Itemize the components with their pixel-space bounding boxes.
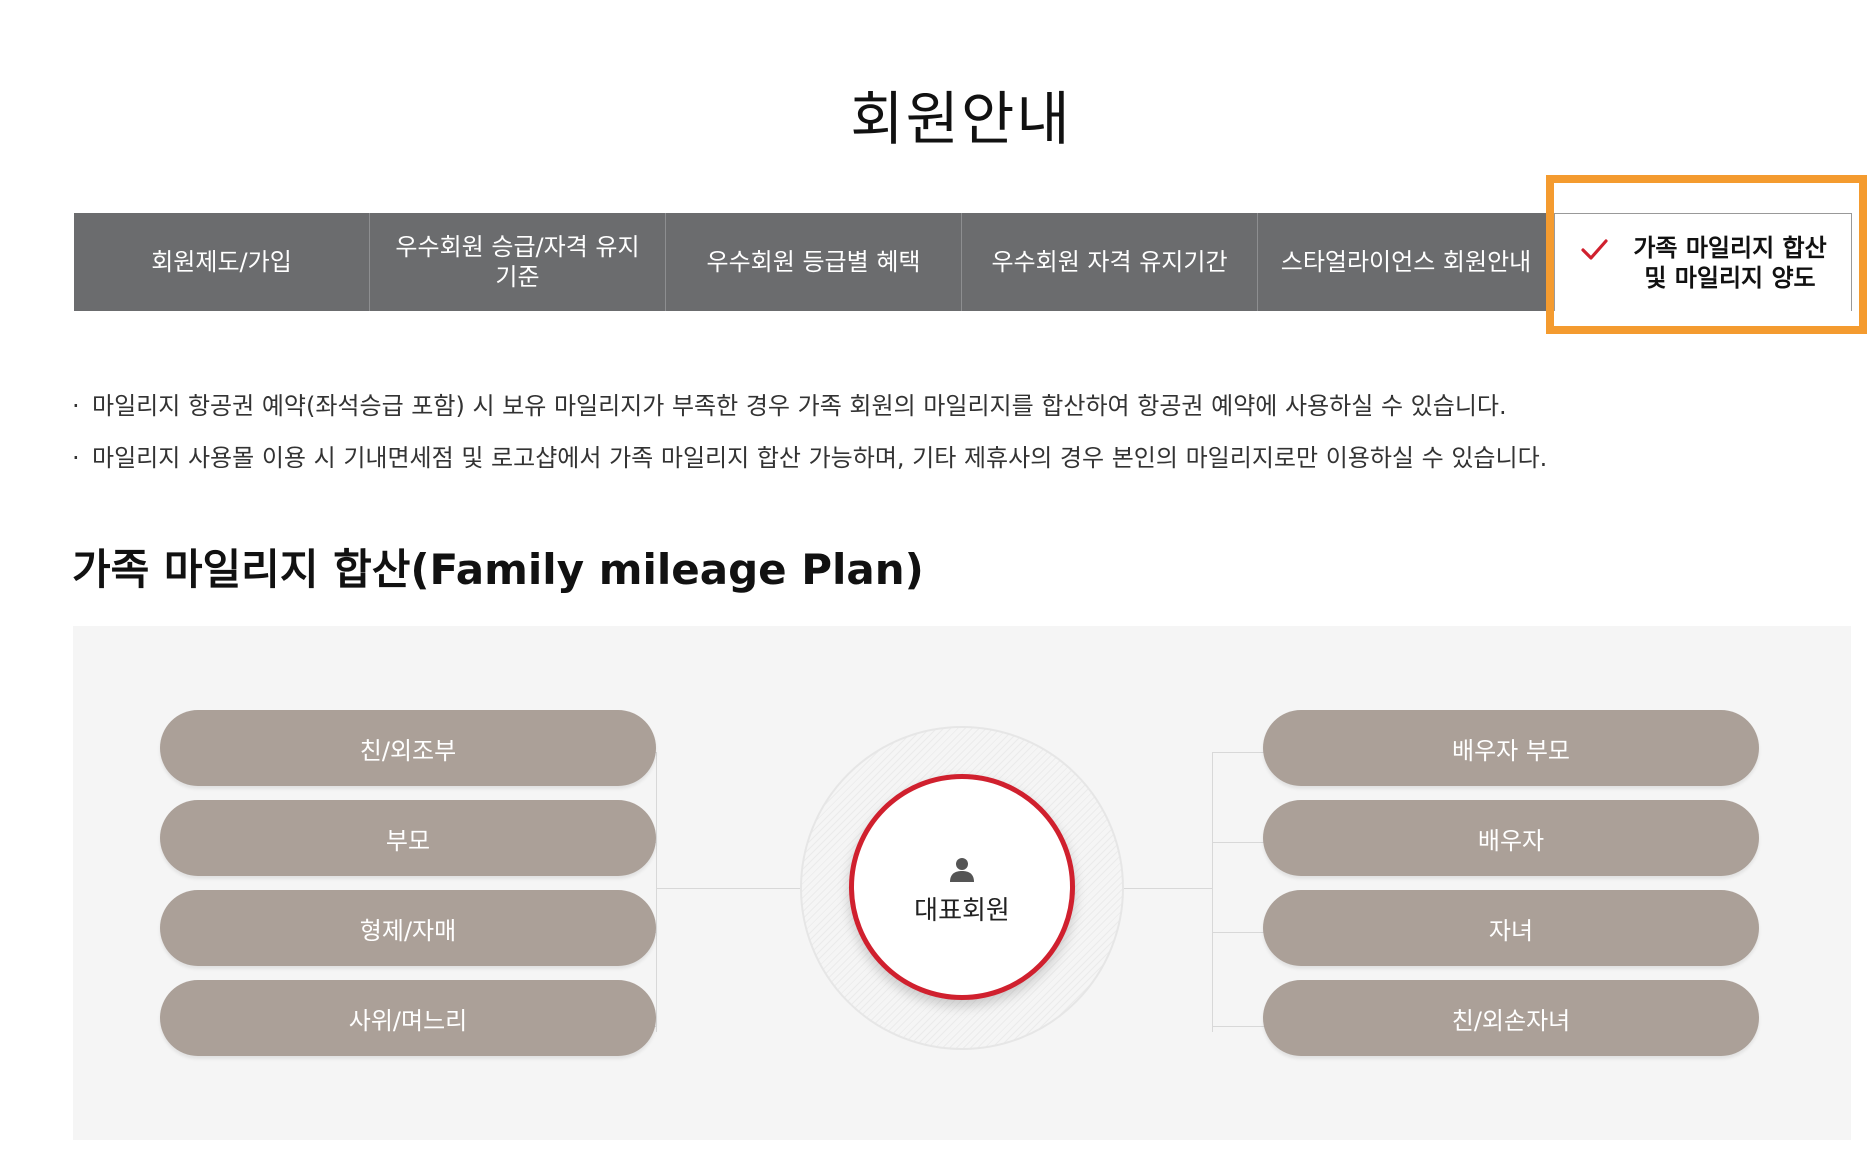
tab-membership-join[interactable]: 회원제도/가입 — [74, 213, 370, 311]
tab-family-mileage-label: 가족 마일리지 합산 및 마일리지 양도 — [1633, 233, 1827, 292]
relation-pill-spouse-parents: 배우자 부모 — [1263, 710, 1759, 786]
note-item: 마일리지 사용몰 이용 시 기내면세점 및 로고샵에서 가족 마일리지 합산 가… — [72, 432, 1547, 484]
person-icon — [950, 857, 974, 882]
family-diagram: 친/외조부 부모 형제/자매 사위/며느리 배우자 부모 배우자 자녀 친/외손… — [73, 626, 1851, 1140]
tab-bar: 회원제도/가입 우수회원 승급/자격 유지 기준 우수회원 등급별 혜택 우수회… — [74, 213, 1852, 311]
center-label: 대표회원 — [914, 895, 1010, 926]
connector-line — [1212, 842, 1302, 843]
relation-pill-grandchildren: 친/외손자녀 — [1263, 980, 1759, 1056]
checkmark-icon — [1581, 238, 1608, 260]
note-item: 마일리지 항공권 예약(좌석승급 포함) 시 보유 마일리지가 부족한 경우 가… — [72, 380, 1547, 432]
tab-elite-tier-benefits[interactable]: 우수회원 등급별 혜택 — [666, 213, 962, 311]
notes-list: 마일리지 항공권 예약(좌석승급 포함) 시 보유 마일리지가 부족한 경우 가… — [72, 380, 1547, 484]
connector-line — [1124, 888, 1213, 889]
connector-line — [1212, 932, 1302, 933]
relation-pill-siblings: 형제/자매 — [160, 890, 656, 966]
tab-family-mileage[interactable]: 가족 마일리지 합산 및 마일리지 양도 — [1554, 213, 1852, 311]
connector-line — [656, 888, 800, 889]
connector-line — [1212, 752, 1302, 753]
relation-pill-spouse: 배우자 — [1263, 800, 1759, 876]
tab-star-alliance[interactable]: 스타얼라이언스 회원안내 — [1258, 213, 1554, 311]
relation-pill-in-law-children: 사위/며느리 — [160, 980, 656, 1056]
relation-pill-children: 자녀 — [1263, 890, 1759, 966]
relation-pill-grandparents: 친/외조부 — [160, 710, 656, 786]
connector-line — [1212, 752, 1213, 1032]
section-title: 가족 마일리지 합산(Family mileage Plan) — [72, 545, 924, 594]
connector-line — [656, 752, 657, 1032]
page-title: 회원안내 — [850, 85, 1072, 153]
tab-elite-status-period[interactable]: 우수회원 자격 유지기간 — [962, 213, 1258, 311]
relation-pill-parents: 부모 — [160, 800, 656, 876]
connector-line — [1212, 1026, 1302, 1027]
representative-member-circle: 대표회원 — [849, 774, 1075, 1000]
tab-elite-upgrade-criteria[interactable]: 우수회원 승급/자격 유지 기준 — [370, 213, 666, 311]
